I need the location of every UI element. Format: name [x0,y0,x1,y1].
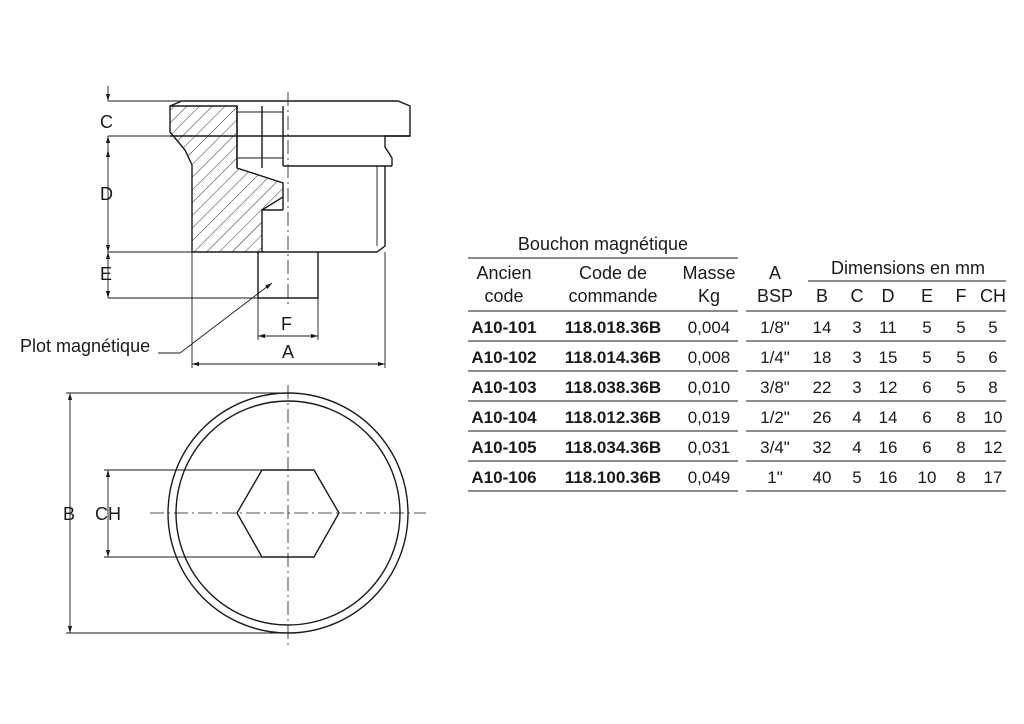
cell-dim: 22 [813,378,832,397]
cell-dim: 15 [879,348,898,367]
cell-dim: 5 [922,348,931,367]
cell-dim: 5 [922,318,931,337]
cell-ancien: A10-104 [471,408,537,427]
cell-dim: 4 [852,408,861,427]
cell-ancien: A10-102 [471,348,536,367]
section-hatch [169,105,284,253]
cell-dim: 3 [852,378,861,397]
header-ancien-2: code [484,286,523,306]
header-dim-ch: CH [980,286,1006,306]
dim-label-d: D [100,184,113,204]
cell-dim: 8 [956,438,965,457]
cell-dim: 10 [918,468,937,487]
header-dim-c: C [851,286,864,306]
cell-dim: 8 [956,408,965,427]
cell-ancien: A10-103 [471,378,536,397]
dim-label-e: E [100,264,112,284]
cell-dim: 3 [852,348,861,367]
cell-dim: 5 [956,318,965,337]
cell-code: 118.100.36B [565,468,661,487]
cell-a: 3/8" [760,378,790,397]
cell-a: 3/4" [760,438,790,457]
top-view: B CH [63,385,426,645]
header-ancien-1: Ancien [476,263,531,283]
header-code-2: commande [568,286,657,306]
cell-ancien: A10-105 [471,438,536,457]
dimensions-table: Bouchon magnétique Ancien code Code de c… [468,234,1006,492]
cell-dim: 5 [852,468,861,487]
table-row: A10-105 118.034.36B 0,031 3/4" 32 4 16 6 8 12 [468,438,1006,462]
cell-dim: 12 [879,378,898,397]
header-dim-f: F [956,286,967,306]
cell-dim: 11 [879,318,897,337]
cell-masse: 0,049 [688,468,731,487]
table-row: A10-106 118.100.36B 0,049 1" 40 5 16 10 8 17 [468,468,1006,492]
cell-a: 1/2" [760,408,790,427]
header-dim-b: B [816,286,828,306]
header-dim-e: E [921,286,933,306]
cell-dim: 12 [984,438,1003,457]
side-section-view: C D E F A Plot magnétique [20,86,411,368]
cell-code: 118.012.36B [565,408,661,427]
cell-dim: 32 [813,438,832,457]
cell-dim: 5 [956,378,965,397]
header-dim-d: D [882,286,895,306]
cell-masse: 0,004 [688,318,731,337]
cell-a: 1/8" [760,318,790,337]
cell-dim: 14 [879,408,898,427]
header-a-2: BSP [757,286,793,306]
header-masse-1: Masse [682,263,735,283]
cell-dim: 16 [879,468,898,487]
cell-dim: 18 [813,348,832,367]
table-row: A10-102 118.014.36B 0,008 1/4" 18 3 15 5 5 6 [468,348,1006,372]
dim-label-a: A [282,342,294,362]
header-dimensions: Dimensions en mm [831,258,985,278]
cell-dim: 4 [852,438,861,457]
cell-ancien: A10-106 [471,468,536,487]
cell-code: 118.038.36B [565,378,661,397]
cell-code: 118.018.36B [565,318,661,337]
cell-dim: 6 [922,378,931,397]
plot-magnetique-label: Plot magnétique [20,336,150,356]
cell-dim: 8 [956,468,965,487]
cell-ancien: A10-101 [471,318,536,337]
header-masse-2: Kg [698,286,720,306]
dim-label-b: B [63,504,75,524]
cell-dim: 5 [988,318,997,337]
cell-masse: 0,010 [688,378,731,397]
header-a-1: A [769,263,781,283]
dim-label-f: F [281,314,292,334]
cell-dim: 26 [813,408,832,427]
dim-label-ch: CH [95,504,121,524]
cell-masse: 0,031 [688,438,731,457]
table-title: Bouchon magnétique [518,234,688,254]
table-row: A10-103 118.038.36B 0,010 3/8" 22 3 12 6 5 8 [468,378,1006,402]
table-row: A10-104 118.012.36B 0,019 1/2" 26 4 14 6 8 10 [468,408,1006,432]
cell-code: 118.014.36B [565,348,661,367]
cell-dim: 6 [922,438,931,457]
cell-dim: 3 [852,318,861,337]
cell-masse: 0,008 [688,348,731,367]
cell-dim: 6 [988,348,997,367]
cell-dim: 8 [988,378,997,397]
cell-dim: 16 [879,438,898,457]
cell-masse: 0,019 [688,408,731,427]
cell-dim: 10 [984,408,1003,427]
cell-code: 118.034.36B [565,438,661,457]
cell-dim: 40 [813,468,832,487]
cell-dim: 17 [984,468,1003,487]
cell-a: 1" [767,468,783,487]
cell-dim: 14 [813,318,832,337]
cell-dim: 5 [956,348,965,367]
header-code-1: Code de [579,263,647,283]
cell-a: 1/4" [760,348,790,367]
cell-dim: 6 [922,408,931,427]
dim-label-c: C [100,112,113,132]
table-row: A10-101 118.018.36B 0,004 1/8" 14 3 11 5 5 5 [468,318,1006,342]
